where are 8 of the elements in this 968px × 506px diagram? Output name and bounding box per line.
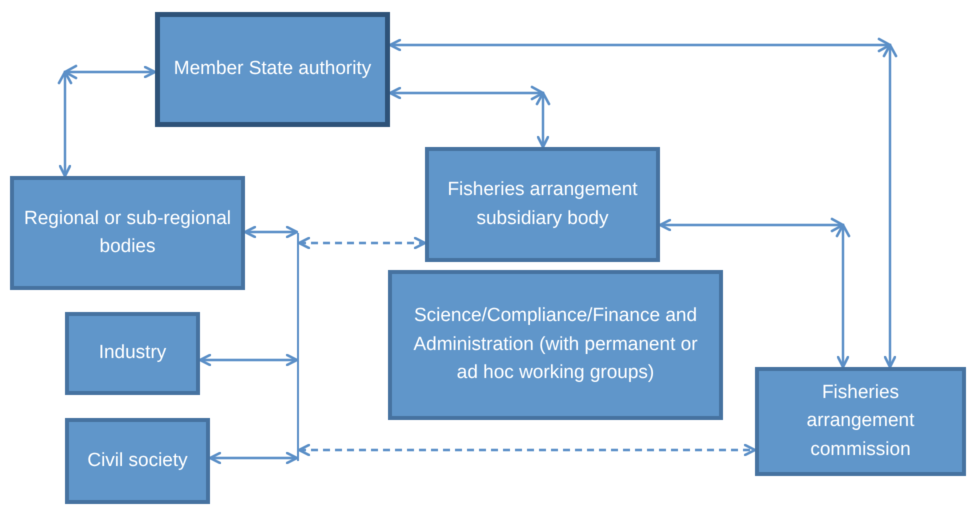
bus-line: [297, 233, 299, 461]
working-groups-box: Science/Compliance/Finance and Administration (with permanent or ad hoc working groups): [388, 270, 723, 420]
authority-box: Member State authority: [155, 12, 390, 127]
regional-bodies-box: Regional or sub-regional bodies: [10, 176, 245, 290]
commission-box: Fisheries arrangement commission: [755, 367, 966, 476]
subsidiary-body-box: Fisheries arrangement subsidiary body: [425, 147, 660, 262]
industry-box: Industry: [65, 312, 200, 395]
civil-society-box: Civil society: [65, 418, 210, 504]
